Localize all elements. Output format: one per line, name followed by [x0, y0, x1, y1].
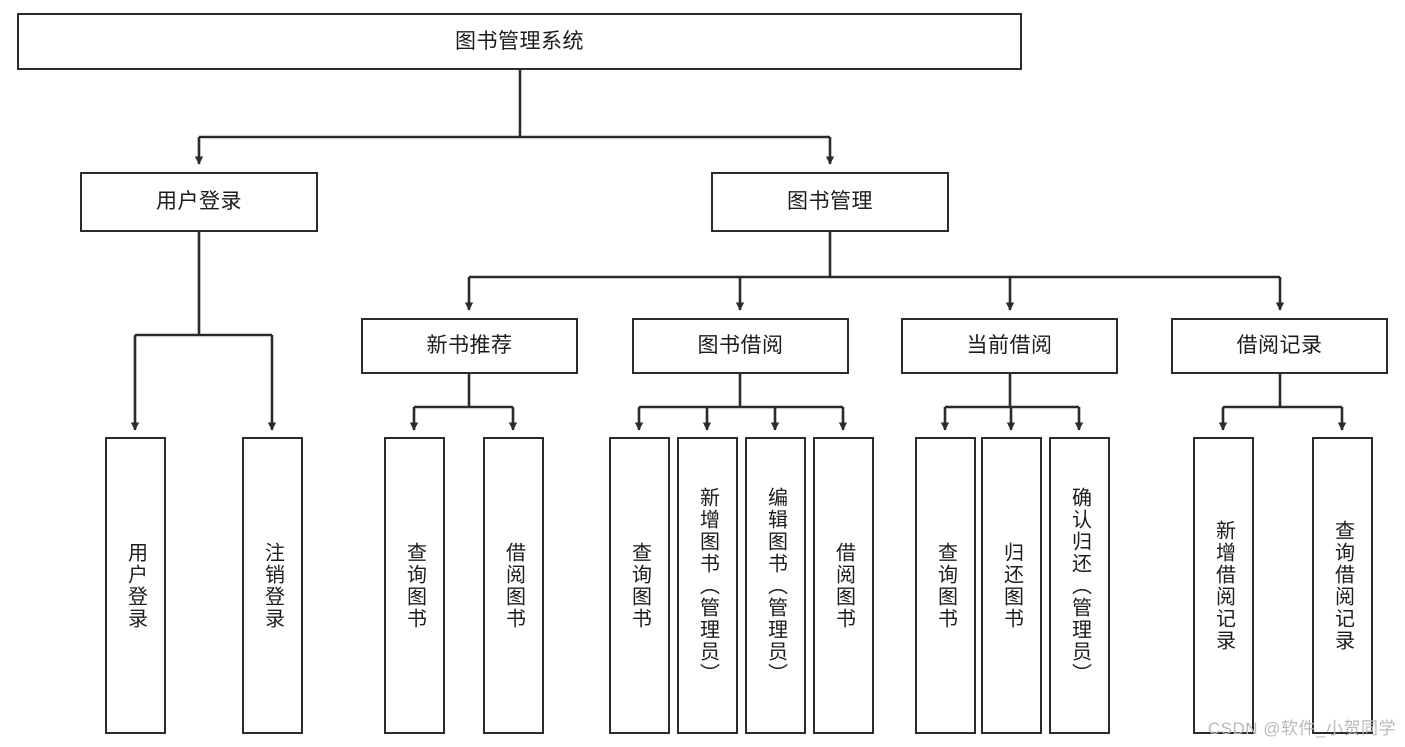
leaf-query-book-3[interactable]: 查询图书	[915, 437, 976, 734]
leaf-borrow-book-2[interactable]: 借阅图书	[813, 437, 874, 734]
leaf-edit-book-admin[interactable]: 编辑图书（管理员）	[745, 437, 806, 734]
leaf-borrow-book-1[interactable]: 借阅图书	[483, 437, 544, 734]
leaf-return-book-label: 归还图书	[1000, 541, 1023, 630]
node-new-book-recommend-label: 新书推荐	[426, 334, 513, 358]
leaf-user-login[interactable]: 用户登录	[105, 437, 166, 734]
node-book-borrow-label: 图书借阅	[697, 334, 784, 358]
leaf-add-book-admin[interactable]: 新增图书（管理员）	[677, 437, 738, 734]
leaf-edit-book-admin-label: 编辑图书（管理员）	[764, 486, 787, 685]
leaf-borrow-book-2-label: 借阅图书	[832, 541, 855, 630]
leaf-query-book-2-label: 查询图书	[628, 541, 651, 630]
node-current-borrow[interactable]: 当前借阅	[901, 318, 1118, 374]
node-borrow-record[interactable]: 借阅记录	[1171, 318, 1388, 374]
leaf-borrow-book-1-label: 借阅图书	[502, 541, 525, 630]
leaf-query-borrow-record[interactable]: 查询借阅记录	[1312, 437, 1373, 734]
leaf-return-book[interactable]: 归还图书	[981, 437, 1042, 734]
leaf-add-borrow-record-label: 新增借阅记录	[1212, 519, 1235, 652]
node-user-login-label: 用户登录	[156, 190, 242, 214]
leaf-query-book-3-label: 查询图书	[934, 541, 957, 630]
leaf-add-borrow-record[interactable]: 新增借阅记录	[1193, 437, 1254, 734]
node-root-label: 图书管理系统	[455, 29, 584, 53]
node-borrow-record-label: 借阅记录	[1236, 334, 1323, 358]
node-current-borrow-label: 当前借阅	[966, 334, 1053, 358]
leaf-confirm-return-admin-label: 确认归还（管理员）	[1068, 486, 1091, 685]
leaf-query-borrow-record-label: 查询借阅记录	[1331, 519, 1354, 652]
watermark: CSDN @软件_小贺同学	[1207, 719, 1396, 738]
node-book-manage-label: 图书管理	[787, 190, 873, 214]
leaf-confirm-return-admin[interactable]: 确认归还（管理员）	[1049, 437, 1110, 734]
leaf-user-login-label: 用户登录	[124, 541, 147, 630]
node-new-book-recommend[interactable]: 新书推荐	[361, 318, 578, 374]
node-book-manage[interactable]: 图书管理	[711, 172, 949, 232]
leaf-query-book-1-label: 查询图书	[403, 541, 426, 630]
leaf-query-book-2[interactable]: 查询图书	[609, 437, 670, 734]
node-root[interactable]: 图书管理系统	[17, 13, 1022, 70]
leaf-query-book-1[interactable]: 查询图书	[384, 437, 445, 734]
leaf-logout-label: 注销登录	[261, 541, 284, 630]
node-book-borrow[interactable]: 图书借阅	[632, 318, 849, 374]
leaf-add-book-admin-label: 新增图书（管理员）	[696, 486, 719, 685]
leaf-logout[interactable]: 注销登录	[242, 437, 303, 734]
node-user-login[interactable]: 用户登录	[80, 172, 318, 232]
